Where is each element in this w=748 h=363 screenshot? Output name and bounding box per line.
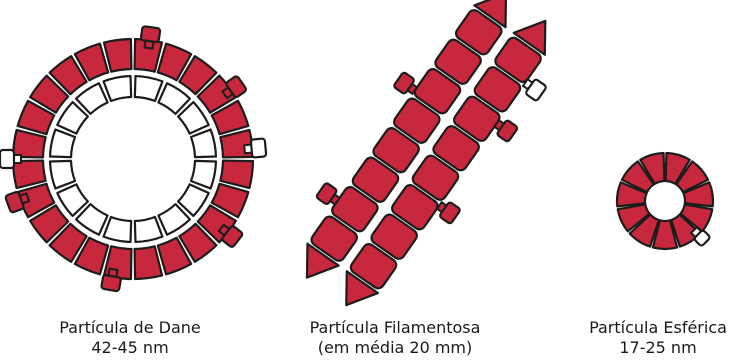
surface-protein-segment — [135, 246, 162, 279]
filament-body — [275, 0, 577, 327]
capsid-segment — [191, 161, 216, 189]
capsid-segment — [135, 76, 163, 101]
spherical-particle-caption: Partícula Esférica 17-25 nm — [568, 318, 748, 358]
knob-head — [101, 275, 121, 292]
dane-particle-size: 42-45 nm — [20, 338, 240, 358]
surface-protein-segment — [13, 130, 46, 157]
spherical-particle-name: Partícula Esférica — [568, 318, 748, 338]
capsid-segment — [50, 130, 75, 158]
surface-protein-segment — [13, 161, 46, 188]
capsid-segment — [50, 161, 75, 189]
filamentous-particle-name: Partícula Filamentosa — [275, 318, 515, 338]
capsid-segment — [135, 217, 163, 242]
filamentous-particle-caption: Partícula Filamentosa (em média 20 mm) — [275, 318, 515, 358]
spherical-particle-illustration — [617, 153, 713, 249]
filamentous-particle-illustration — [275, 0, 577, 327]
dane-particle-illustration — [0, 26, 266, 292]
surface-protein-segment — [104, 39, 131, 72]
capsid-segment — [104, 76, 132, 101]
spherical-particle-size: 17-25 nm — [568, 338, 748, 358]
filamentous-particle-size: (em média 20 mm) — [275, 338, 515, 358]
capsid-segment — [191, 130, 216, 158]
capsid-segment — [104, 217, 132, 242]
knob-head — [141, 26, 161, 42]
knob-head — [251, 138, 267, 157]
dane-particle-name: Partícula de Dane — [20, 318, 240, 338]
surface-protein-knob — [434, 198, 461, 224]
knob-head — [0, 150, 14, 168]
dane-particle-caption: Partícula de Dane 42-45 nm — [20, 318, 240, 358]
surface-protein-segment — [220, 161, 253, 188]
